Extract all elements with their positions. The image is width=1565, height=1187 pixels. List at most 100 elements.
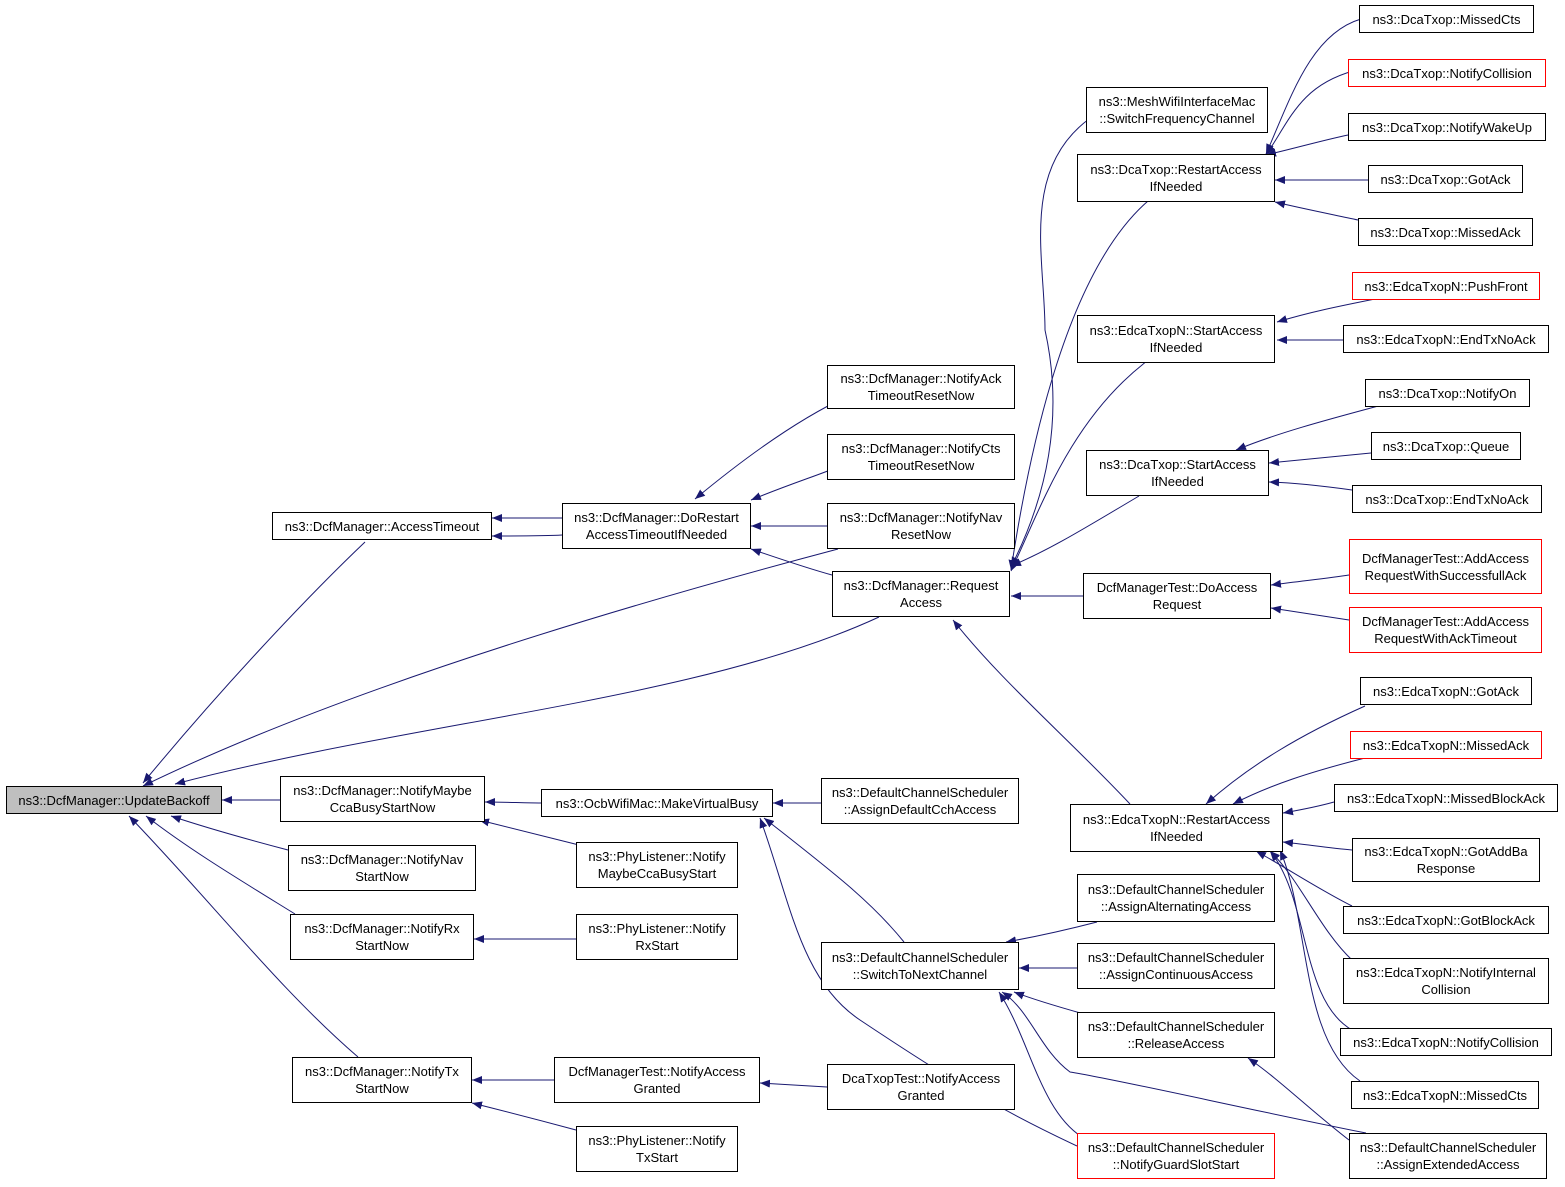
call-edge-n32-n24 <box>1279 849 1361 1082</box>
call-edge-n41-n40 <box>1005 921 1098 945</box>
function-node[interactable]: ns3::EdcaTxopN::PushFront <box>1352 272 1540 300</box>
function-node-label-line: ns3::DefaultChannelScheduler <box>831 950 1009 965</box>
function-node[interactable]: ns3::OcbWifiMac::MakeVirtualBusy <box>541 789 773 817</box>
function-node[interactable]: ns3::EdcaTxopN::MissedAck <box>1350 731 1542 759</box>
call-edge-n37-n0 <box>170 815 289 851</box>
function-node-label-line: ::NotifyGuardSlotStart <box>1112 1157 1240 1172</box>
call-edge-n22-n21 <box>1270 574 1350 588</box>
function-node-label-line: ns3::DcfManager::NotifyMaybe <box>293 783 472 798</box>
function-node-label-line: RequestWithSuccessfullAck <box>1364 567 1527 583</box>
function-node-label-line: ns3::DcaTxop::NotifyOn <box>1378 385 1517 401</box>
function-node-label-line: ns3::DcfManager::NotifyAck <box>840 371 1002 386</box>
function-node-label-line: ns3::DefaultChannelScheduler <box>1087 1019 1265 1034</box>
function-node-label-line: RequestWithAckTimeout <box>1374 631 1517 646</box>
function-node-label-line: ns3::DefaultChannelScheduler <box>1087 1140 1265 1155</box>
function-node-label-line: StartNow <box>355 938 409 953</box>
call-edge-n26-n24 <box>1232 757 1366 805</box>
function-node-label-line: ns3::DcfManager::NotifyNav <box>300 852 464 867</box>
function-node[interactable]: ns3::EdcaTxopN::MissedCts <box>1351 1081 1539 1109</box>
function-node-label-line: ns3::DcaTxop::MissedCts <box>1372 11 1521 27</box>
function-node-label-line: ns3::DcfManager::NotifyNav <box>839 510 1003 525</box>
function-node-label-line: ns3::DcfManager::NotifyTx <box>305 1064 459 1079</box>
function-node[interactable]: ns3::DcaTxop::NotifyOn <box>1365 379 1530 407</box>
call-edge-n5-n0 <box>142 548 839 787</box>
function-node[interactable]: ns3::DcaTxop::NotifyWakeUp <box>1348 113 1546 141</box>
function-node[interactable]: ns3::DcaTxop::MissedAck <box>1358 218 1533 246</box>
function-node[interactable]: ns3::DcaTxop::EndTxNoAck <box>1352 485 1542 513</box>
function-node[interactable]: ns3::EdcaTxopN::GotAck <box>1360 677 1532 705</box>
function-node[interactable]: ns3::DefaultChannelScheduler::ReleaseAcc… <box>1077 1012 1275 1058</box>
function-node[interactable]: ns3::DefaultChannelScheduler::AssignDefa… <box>821 778 1019 824</box>
function-node-label-line: ::SwitchFrequencyChannel <box>1099 111 1255 126</box>
function-node-label-line: Access <box>900 595 942 610</box>
function-node-label-line: ns3::EdcaTxopN::GotBlockAck <box>1357 912 1535 928</box>
function-node[interactable]: ns3::EdcaTxopN::MissedBlockAck <box>1334 784 1558 812</box>
function-node-label-line: ns3::EdcaTxopN::StartAccess <box>1089 323 1263 338</box>
function-node[interactable]: ns3::DefaultChannelScheduler::AssignAlte… <box>1077 874 1275 922</box>
function-node-label-line: ns3::EdcaTxopN::MissedBlockAck <box>1347 790 1545 806</box>
function-node-label-line: IfNeeded <box>1149 179 1203 194</box>
function-node-label-line: ::AssignAlternatingAccess <box>1100 899 1252 914</box>
function-node-label-line: ns3::DcfManager::AccessTimeout <box>284 518 480 534</box>
function-node-label-line: Collision <box>1421 982 1471 997</box>
function-node[interactable]: ns3::EdcaTxopN::EndTxNoAck <box>1343 325 1549 353</box>
call-edge-n46-n0 <box>128 815 359 1058</box>
function-node[interactable]: ns3::MeshWifiInterfaceMac::SwitchFrequen… <box>1086 87 1268 133</box>
function-node-label-line: ns3::DcaTxop::Queue <box>1382 438 1510 454</box>
call-edge-n40-n34 <box>763 817 905 943</box>
function-node-label-line: IfNeeded <box>1151 474 1204 489</box>
function-node[interactable]: ns3::EdcaTxopN::NotifyCollision <box>1340 1028 1552 1056</box>
call-edge-n44-n40 <box>1001 991 1367 1134</box>
call-edge-n18-n17 <box>1235 404 1383 451</box>
call-edge-n7-n6 <box>1010 118 1090 568</box>
call-edge-n15-n14 <box>1276 298 1376 323</box>
function-node[interactable]: ns3::DcaTxop::GotAck <box>1368 165 1523 193</box>
function-node[interactable]: ns3::DcaTxop::Queue <box>1371 432 1521 460</box>
function-node[interactable]: ns3::DefaultChannelScheduler::AssignExte… <box>1349 1133 1547 1179</box>
call-edge-n34-n33 <box>484 798 542 807</box>
function-node[interactable]: ns3::EdcaTxopN::GotBlockAck <box>1343 906 1549 934</box>
call-edge-n19-n17 <box>1268 452 1372 467</box>
function-node[interactable]: ns3::DcaTxop::NotifyCollision <box>1348 59 1546 87</box>
function-node-label-line: ns3::DcaTxop::NotifyWakeUp <box>1361 119 1533 135</box>
function-node-label-line: ns3::DcaTxop::EndTxNoAck <box>1365 491 1529 507</box>
function-node[interactable]: ns3::DefaultChannelScheduler::SwitchToNe… <box>821 942 1019 990</box>
function-node[interactable]: ns3::DefaultChannelScheduler::AssignCont… <box>1077 943 1275 989</box>
function-node-label-line: MaybeCcaBusyStart <box>597 866 717 881</box>
function-node[interactable]: ns3::DcfManager::AccessTimeout <box>272 512 492 540</box>
function-node[interactable]: ns3::DefaultChannelScheduler::NotifyGuar… <box>1077 1133 1275 1179</box>
root-function-node[interactable]: ns3::DcfManager::UpdateBackoff <box>6 786 222 814</box>
function-node-label-line: ns3::EdcaTxopN::GotAck <box>1373 683 1519 699</box>
function-node[interactable]: ns3::DcaTxop::MissedCts <box>1359 5 1534 33</box>
call-edge-n36-n33 <box>478 818 584 847</box>
function-node-label-line: ns3::DcfManager::Request <box>843 578 999 593</box>
function-node-label-line: TimeoutResetNow <box>867 388 975 403</box>
function-node-label-line: AccessTimeoutIfNeeded <box>585 527 728 542</box>
function-node-label-line: ns3::DcaTxop::NotifyCollision <box>1362 65 1532 81</box>
function-node-label-line: ns3::PhyListener::Notify <box>588 921 726 936</box>
call-edge-n10-n8 <box>1265 70 1354 156</box>
